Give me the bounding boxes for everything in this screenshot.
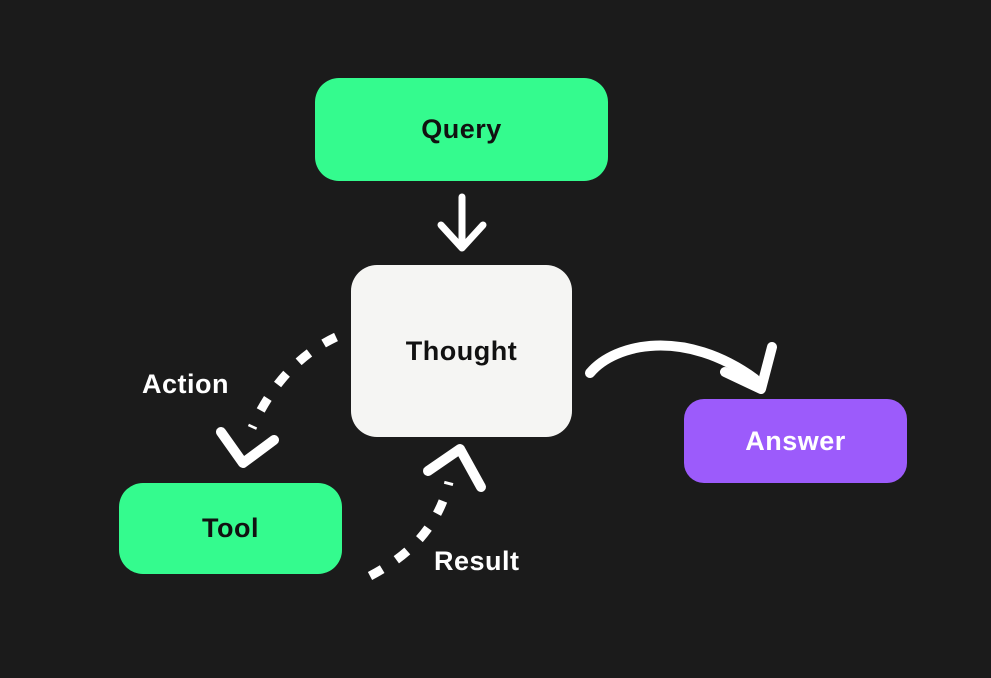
edge-label-action: Action: [142, 369, 229, 399]
node-tool-label: Tool: [202, 513, 259, 543]
node-query: Query: [315, 78, 608, 181]
node-thought: Thought: [351, 265, 572, 437]
node-thought-label: Thought: [405, 335, 518, 366]
edge-label-result: Result: [434, 546, 520, 576]
node-answer: Answer: [684, 399, 907, 483]
node-query-label: Query: [421, 114, 502, 144]
arrow-query-to-thought: [437, 193, 487, 252]
node-tool: Tool: [119, 483, 342, 574]
node-answer-label: Answer: [745, 425, 846, 456]
arrow-thought-to-tool-dashed: [216, 332, 338, 468]
arrow-thought-to-answer: [585, 340, 777, 394]
